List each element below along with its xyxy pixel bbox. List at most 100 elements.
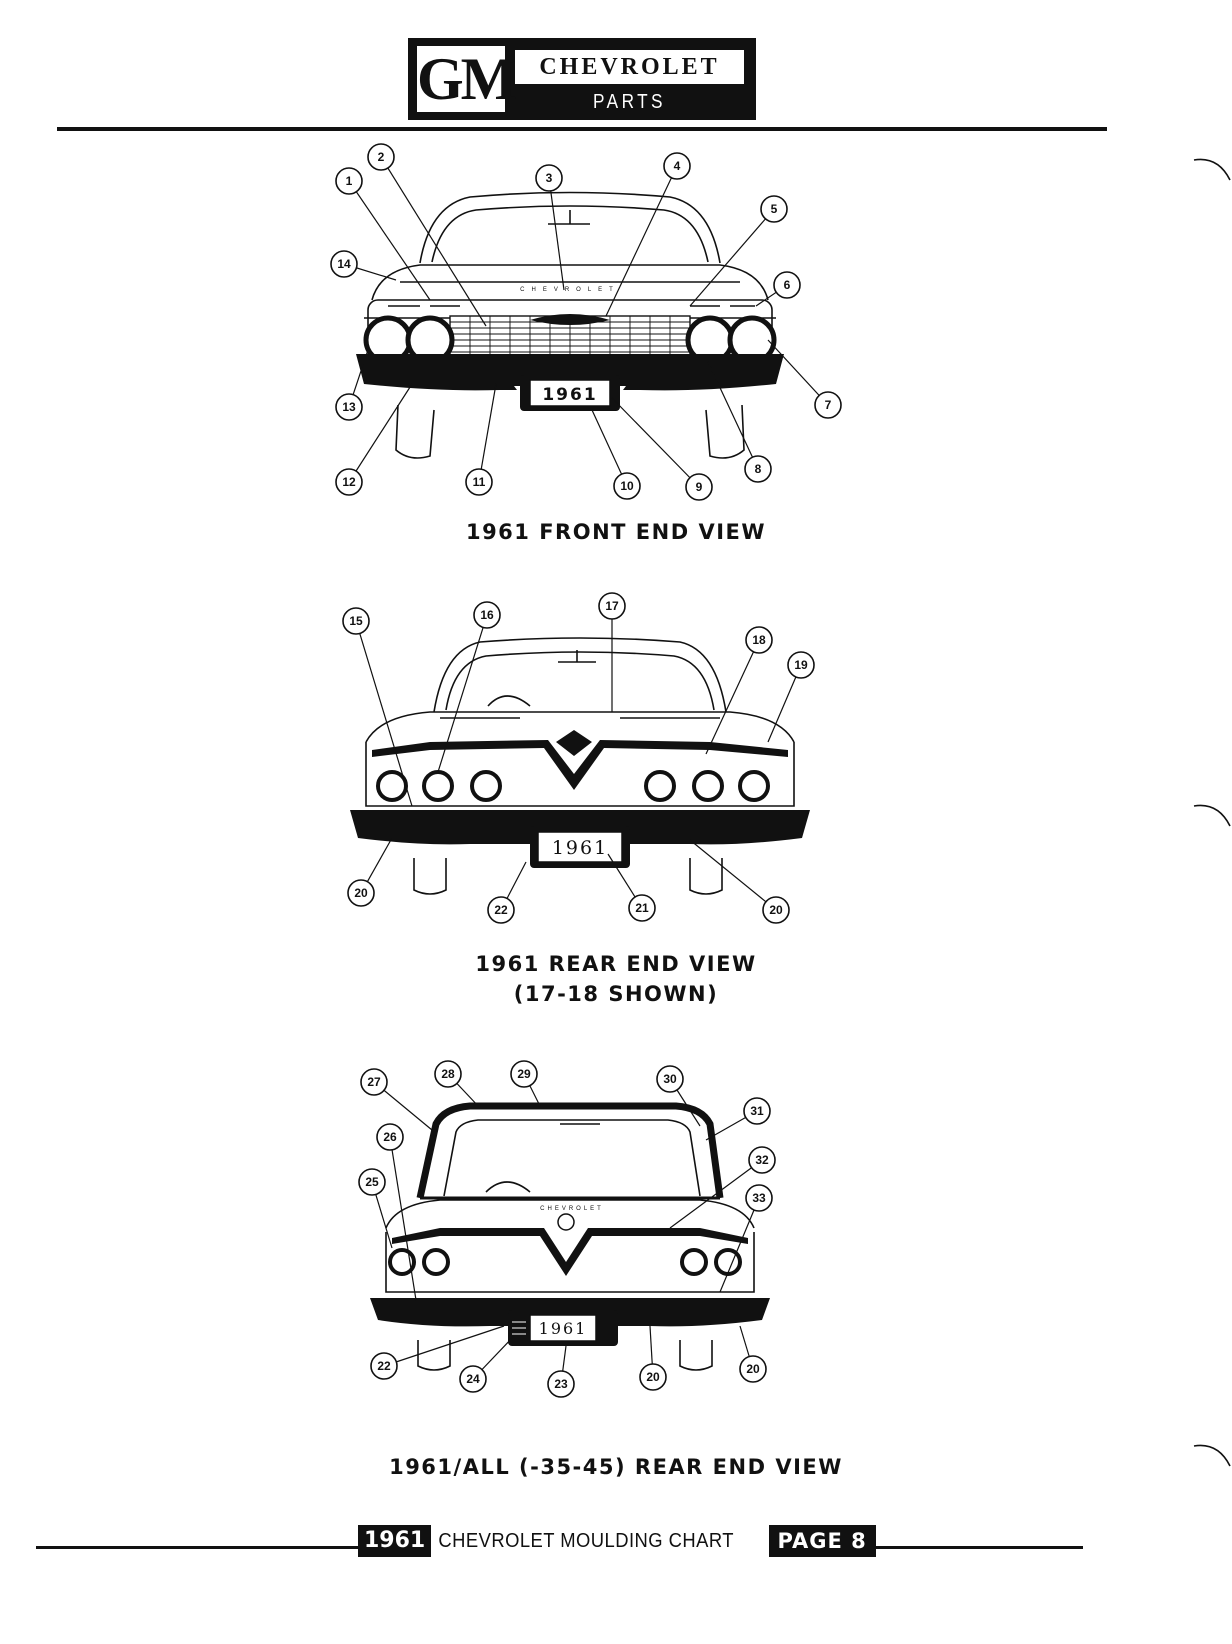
callout-leader-line (611, 397, 700, 488)
callout-leader-line (383, 1325, 505, 1367)
license-plate-text: 1961 (552, 837, 608, 859)
callout-leader-line (389, 1136, 417, 1301)
callout-circle (760, 195, 788, 223)
callout-number: 1 (346, 174, 353, 188)
callout-number: 26 (383, 1130, 397, 1144)
callout-leader-line (478, 383, 497, 483)
callout-leader-line (380, 156, 487, 327)
callout-number: 9 (696, 480, 703, 494)
callout-circle (628, 894, 656, 922)
callout-number: 6 (784, 278, 791, 292)
callout-circle (639, 1363, 667, 1391)
callout-circle (367, 143, 395, 171)
callout-leader-line (355, 620, 413, 807)
callout-circle (663, 152, 691, 180)
callout-circle (434, 1060, 462, 1088)
callout-circle (459, 1365, 487, 1393)
callout-circle (598, 592, 626, 620)
callout-circle (360, 1068, 388, 1096)
callout-circle (744, 455, 772, 483)
callout-number: 28 (441, 1067, 455, 1081)
callout-number: 20 (769, 903, 783, 917)
gm-logo: GM (415, 44, 517, 114)
callout-leader-line (719, 1197, 760, 1293)
callout-number: 30 (663, 1072, 677, 1086)
callout-number: 8 (755, 462, 762, 476)
callout-number: 15 (349, 614, 363, 628)
callout-circle (370, 1352, 398, 1380)
callout-circle (547, 1370, 575, 1398)
callout-circle (473, 601, 501, 629)
callout-circle (535, 164, 563, 192)
callout-circle (335, 167, 363, 195)
callout-number: 12 (342, 475, 356, 489)
callout-circle (510, 1060, 538, 1088)
callout-circle (762, 896, 790, 924)
punch-hole-mark (1193, 158, 1231, 181)
callout-circle (773, 271, 801, 299)
punch-hole-mark (1193, 804, 1231, 827)
callout-number: 20 (354, 886, 368, 900)
callout-number: 25 (365, 1175, 379, 1189)
callout-number: 7 (825, 398, 832, 412)
callout-circle (330, 250, 358, 278)
hood-emblem-text: CHEVROLET (520, 287, 620, 293)
callout-circle (745, 626, 773, 654)
callout-leader-line (705, 639, 760, 755)
figure-caption: 1961/ALL (-35-45) REAR END VIEW (389, 1455, 843, 1479)
footer-bar: 1961 CHEVROLET MOULDING CHART PAGE 8 (358, 1524, 876, 1558)
callout-circle (787, 651, 815, 679)
callout-circle (748, 1146, 776, 1174)
callout-leader-line (689, 839, 777, 911)
callout-number: 18 (752, 633, 766, 647)
callout-number: 19 (794, 658, 808, 672)
callout-number: 24 (466, 1372, 480, 1386)
callout-circle (743, 1097, 771, 1125)
callout-circle (358, 1168, 386, 1196)
callout-leader-line (548, 177, 565, 291)
callout-circle (685, 473, 713, 501)
callout-number: 16 (480, 608, 494, 622)
callout-leader-line (767, 339, 829, 406)
callout-leader-line (348, 383, 413, 483)
callout-number: 29 (517, 1067, 531, 1081)
callout-number: 4 (674, 159, 681, 173)
license-plate-text: 1961 (542, 385, 597, 405)
footer-year: 1961 (358, 1525, 432, 1557)
callout-number: 3 (546, 171, 553, 185)
figure-caption: 1961 REAR END VIEW (475, 952, 757, 976)
callout-leader-line (669, 1159, 763, 1229)
callout-circle (465, 468, 493, 496)
brand-name: CHEVROLET (539, 54, 720, 80)
callout-leader-line (348, 180, 431, 301)
callout-number: 22 (494, 903, 508, 917)
license-plate-text: 1961 (539, 1319, 588, 1338)
callout-circle (335, 393, 363, 421)
callout-circle (656, 1065, 684, 1093)
header-rule (57, 127, 1107, 131)
callout-number: 14 (337, 257, 351, 271)
callout-number: 21 (635, 901, 649, 915)
figure-caption-note: (17-18 SHOWN) (513, 982, 719, 1006)
callout-number: 31 (750, 1104, 764, 1118)
callout-number: 33 (752, 1191, 766, 1205)
callout-number: 23 (554, 1377, 568, 1391)
catalogue-header: GM CHEVROLET PARTS CATALOGUE (408, 38, 756, 139)
callout-leader-line (689, 208, 775, 307)
callout-leader-line (707, 361, 759, 470)
callout-leader-line (767, 664, 802, 743)
punch-hole-mark (1193, 1444, 1231, 1467)
callout-number: 27 (367, 1075, 381, 1089)
brand-box: CHEVROLET (515, 50, 744, 84)
deck-emblem-text: CHEVROLET (540, 1206, 604, 1212)
callout-circle (745, 1184, 773, 1212)
callout-number: 17 (605, 599, 619, 613)
page-number: PAGE 8 (768, 1525, 876, 1557)
callout-circle (814, 391, 842, 419)
callout-number: 22 (377, 1359, 391, 1373)
callout-circle (376, 1123, 404, 1151)
